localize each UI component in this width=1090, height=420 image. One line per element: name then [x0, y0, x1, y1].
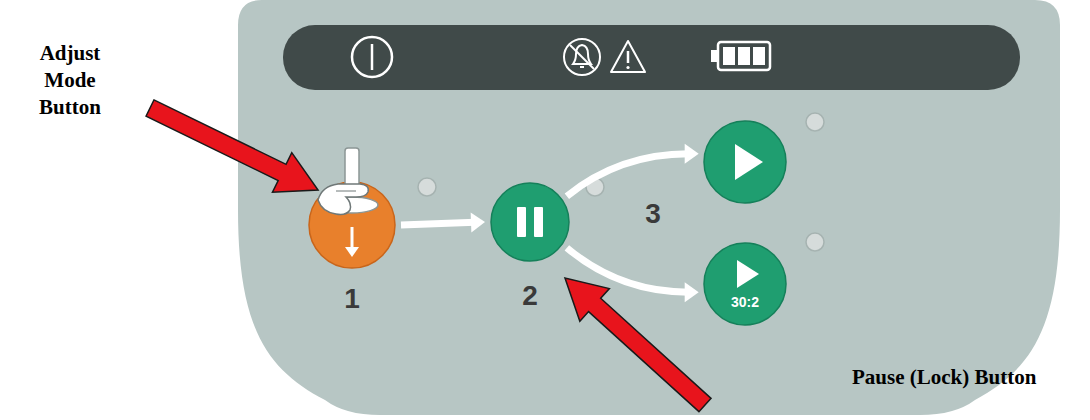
indicator-led — [586, 178, 604, 196]
battery-cell — [753, 47, 765, 65]
battery-cell — [723, 47, 735, 65]
bell-clapper — [580, 66, 584, 68]
panel-face — [238, 0, 1060, 415]
red-arrow — [140, 88, 327, 210]
mute-slash — [570, 45, 594, 69]
callout-number: 2 — [490, 280, 570, 312]
callout-arrow — [140, 88, 327, 210]
arrow-shaft — [567, 154, 689, 196]
indicator-led — [418, 178, 436, 196]
pause-bar — [534, 207, 543, 237]
arrow-shaft — [567, 248, 689, 292]
button-shape — [490, 182, 570, 262]
arrow-head — [685, 282, 699, 302]
arrow-head — [685, 144, 699, 164]
alarm-ring — [564, 39, 600, 75]
power-ring — [352, 37, 392, 77]
button-circle — [704, 121, 786, 203]
arrow-shaft — [401, 222, 475, 225]
callout-number: 1 — [308, 283, 396, 315]
callout-number: 3 — [641, 198, 665, 230]
callout-label: Adjust Mode Button — [30, 40, 110, 121]
warning-triangle — [611, 41, 645, 72]
battery-body — [718, 42, 770, 70]
button-circle — [491, 183, 569, 261]
indicator-led — [806, 233, 824, 251]
bell-shape — [573, 45, 591, 64]
button-shape — [703, 120, 787, 204]
warning-bar — [627, 51, 630, 63]
button-label: 30:2 — [703, 294, 787, 310]
play-triangle — [737, 260, 759, 288]
down-arrow-head — [345, 247, 359, 257]
button-circle — [704, 243, 786, 325]
warning-icon — [611, 41, 645, 72]
plunger-hand — [318, 148, 378, 215]
plunger-disc — [326, 197, 378, 213]
red-arrow — [550, 262, 720, 420]
finger-line — [336, 191, 356, 192]
status-bar — [283, 25, 1020, 90]
battery-nub — [711, 50, 718, 62]
callout-label: Pause (Lock) Button — [852, 364, 1087, 391]
button-circle — [309, 182, 395, 268]
hand — [318, 184, 368, 215]
battery-cell — [738, 47, 750, 65]
flow-arrow — [567, 144, 699, 196]
play-30-2-button: 30:2 — [703, 242, 787, 326]
indicator-led — [806, 113, 824, 131]
play-button: 3 — [703, 120, 787, 204]
flow-arrow — [567, 248, 699, 302]
battery-icon — [711, 42, 770, 70]
adjust-button: 1 — [308, 181, 396, 269]
flow-arrow — [401, 213, 485, 233]
pause-button: 2 — [490, 182, 570, 262]
callout-arrow — [550, 262, 720, 420]
power-icon — [352, 37, 392, 77]
pause-bar — [517, 207, 526, 237]
alarm-mute-icon — [564, 39, 600, 75]
play-triangle — [735, 144, 763, 180]
button-shape — [703, 242, 787, 326]
arrow-head — [471, 213, 485, 233]
power-stroke — [371, 44, 374, 70]
button-shape — [308, 181, 396, 269]
plunger-rod — [345, 148, 359, 204]
warning-dot — [626, 66, 629, 69]
